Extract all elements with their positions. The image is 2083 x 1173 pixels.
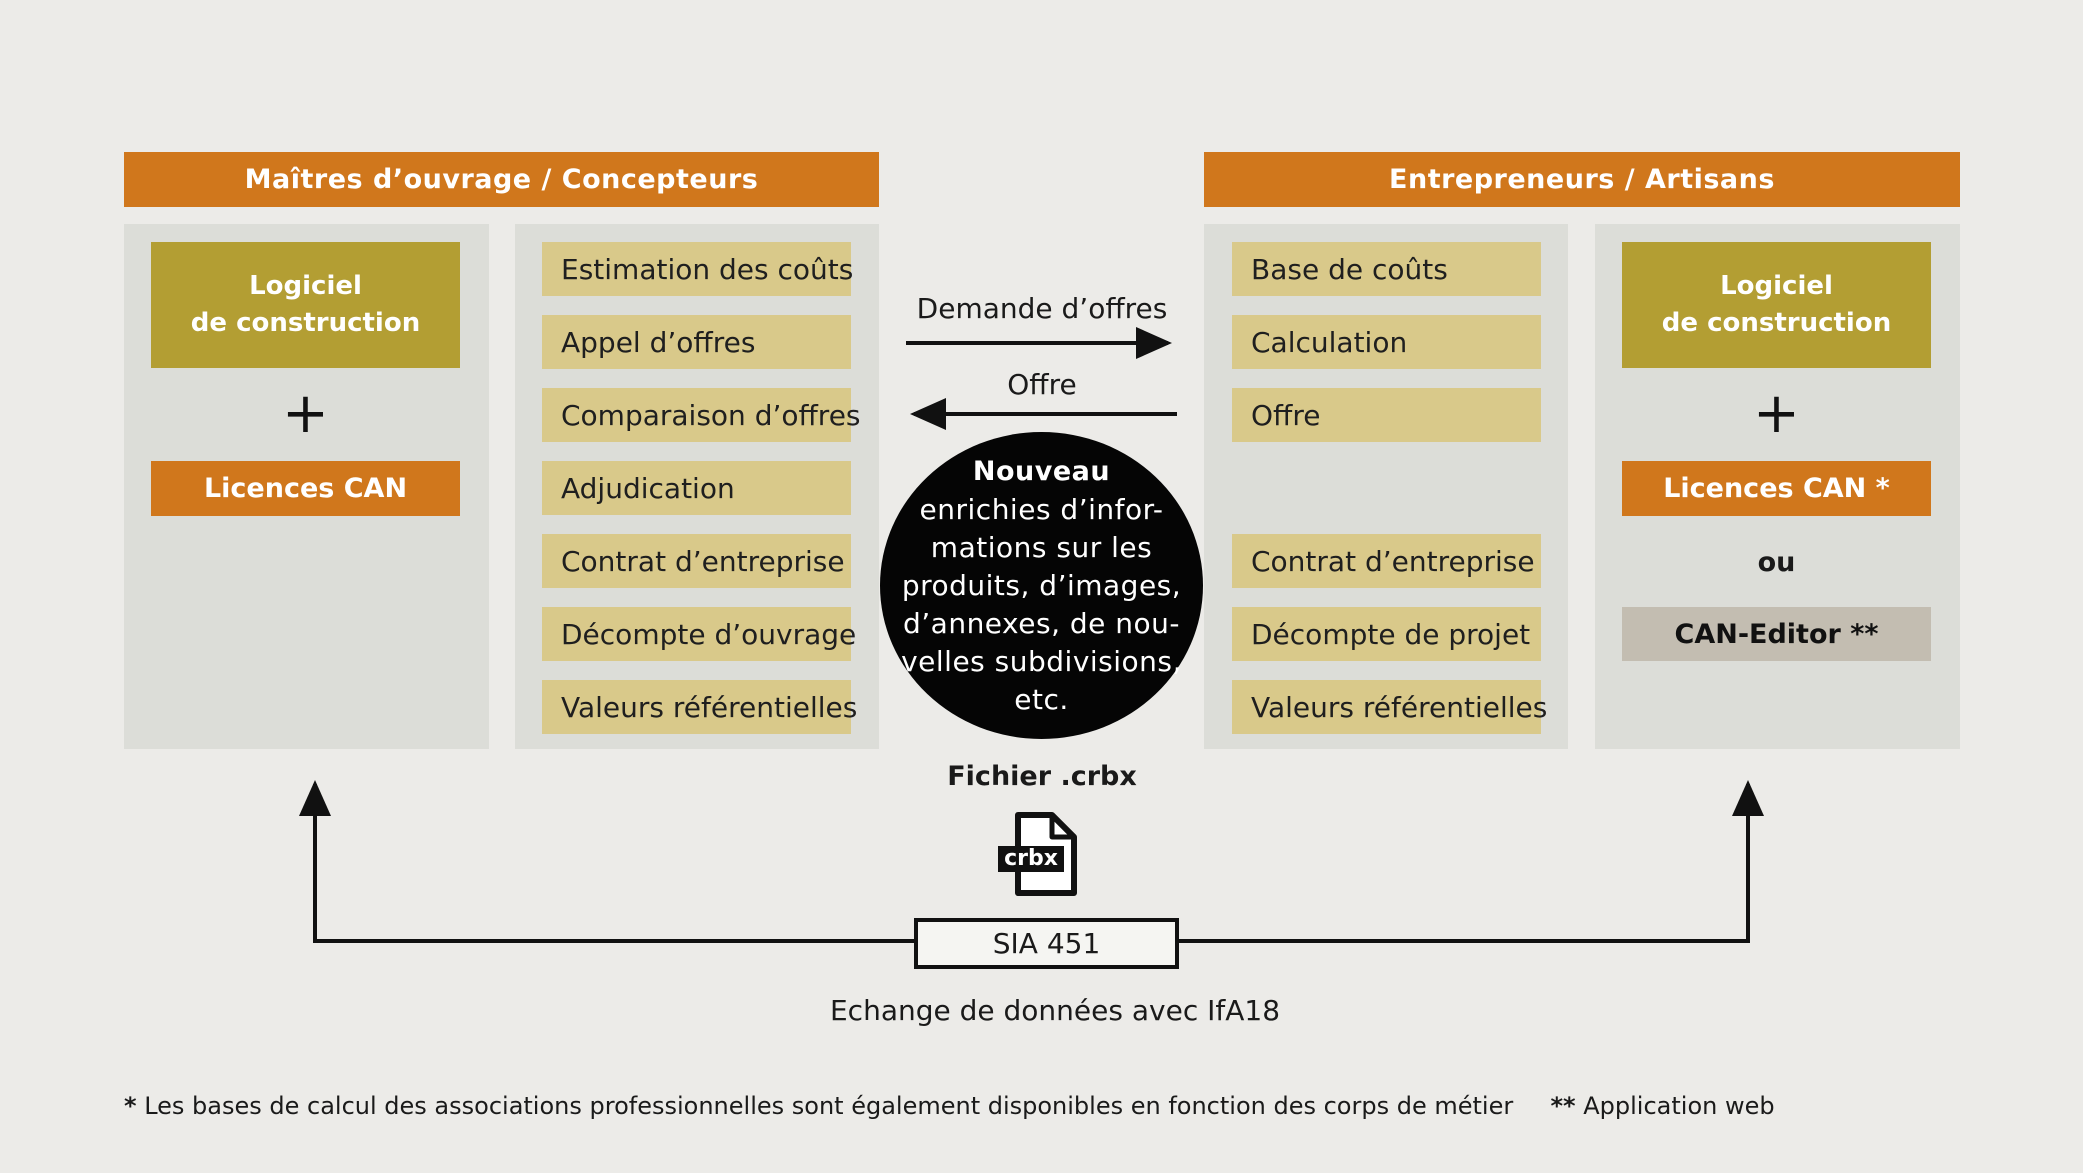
left-licence-box: Licences CAN (151, 461, 460, 516)
left-item-tender-call: Appel d’offres (542, 315, 851, 369)
right-item-calculation: Calculation (1232, 315, 1541, 369)
left-software-line2: de construction (190, 308, 421, 338)
footnotes: * Les bases de calcul des associations p… (124, 1092, 2004, 1128)
right-software-line2: de construction (1661, 308, 1892, 338)
right-item-project-statement: Décompte de projet (1232, 607, 1541, 661)
right-item-cost-base: Base de coûts (1232, 242, 1541, 296)
circle-line-6: etc. (1014, 682, 1069, 716)
left-item-award: Adjudication (542, 461, 851, 515)
circle-line-5: velles subdivisions, (901, 644, 1182, 678)
request-label: Demande d’offres (916, 292, 1168, 325)
left-item-cost-estimate: Estimation des coûts (542, 242, 853, 296)
circle-line-3: produits, d’images, (901, 568, 1182, 602)
left-plus-sign: + (282, 381, 329, 446)
offer-label: Offre (1007, 368, 1077, 401)
right-item-contract: Contrat d’entreprise (1232, 534, 1541, 588)
circle-line-4: d’annexes, de nou- (902, 606, 1180, 640)
right-item-reference-values: Valeurs référentielles (1232, 680, 1547, 734)
right-header: Entrepreneurs / Artisans (1204, 152, 1960, 207)
right-exchange-line (1177, 780, 1764, 943)
file-label: Fichier .crbx (947, 761, 1137, 792)
right-licence-box: Licences CAN * (1622, 461, 1931, 516)
right-or-label: ou (1757, 547, 1796, 578)
right-item-offer: Offre (1232, 388, 1541, 442)
crbx-file-icon: crbx (994, 810, 1080, 898)
circle-line-1: enrichies d’infor- (919, 492, 1164, 526)
footnote-star-2: ** (1550, 1092, 1576, 1120)
left-header: Maîtres d’ouvrage / Concepteurs (124, 152, 879, 207)
right-software-box: Logiciel de construction (1622, 242, 1931, 368)
exchange-label: Echange de données avec IfA18 (829, 994, 1281, 1027)
circle-title: Nouveau (972, 455, 1111, 487)
novelty-circle: Nouveau enrichies d’infor- mations sur l… (880, 432, 1203, 739)
left-software-box: Logiciel de construction (151, 242, 460, 368)
footnote-star-1: * (124, 1092, 137, 1120)
right-plus-sign: + (1753, 381, 1800, 446)
circle-line-2: mations sur les (930, 530, 1153, 564)
sia-451-box: SIA 451 (914, 918, 1179, 969)
left-item-contract: Contrat d’entreprise (542, 534, 851, 588)
left-item-reference-values: Valeurs référentielles (542, 680, 857, 734)
can-editor-box: CAN-Editor ** (1622, 607, 1931, 661)
left-item-offer-comparison: Comparaison d’offres (542, 388, 861, 442)
left-exchange-line (299, 780, 916, 943)
footnote-text-2: Application web (1583, 1092, 1775, 1120)
crbx-file-icon-text: crbx (1004, 846, 1058, 871)
right-software-line1: Logiciel (1720, 271, 1833, 301)
left-item-work-statement: Décompte d’ouvrage (542, 607, 856, 661)
left-software-line1: Logiciel (249, 271, 362, 301)
right-process-panel (1204, 224, 1568, 749)
footnote-text-1: Les bases de calcul des associations pro… (144, 1092, 1514, 1120)
